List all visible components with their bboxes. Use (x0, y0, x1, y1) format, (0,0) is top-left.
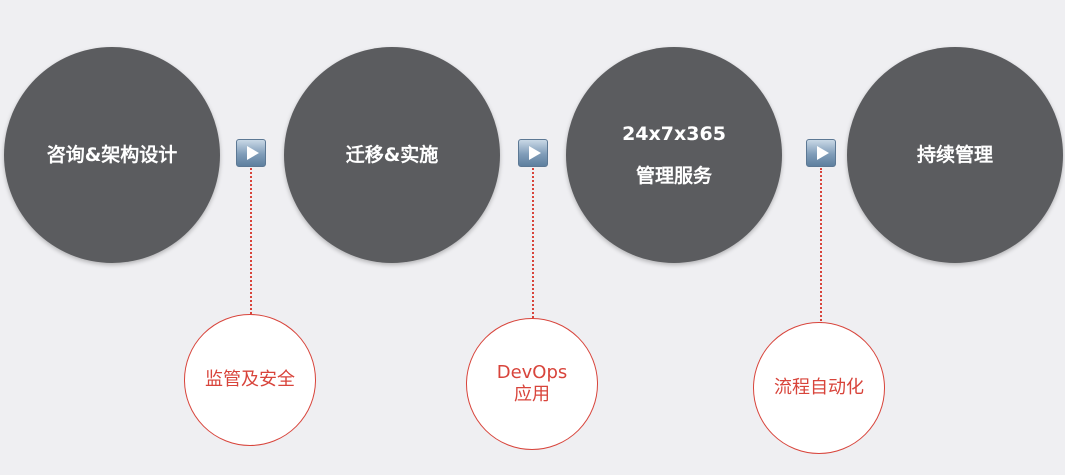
sub-label: 流程自动化 (774, 377, 864, 399)
dotted-connector (820, 168, 822, 324)
dotted-connector (250, 168, 252, 314)
sub-devops-apps: DevOps 应用 (466, 318, 598, 450)
sub-label-line-2: 应用 (514, 384, 550, 405)
step-label: 持续管理 (916, 143, 993, 166)
step-label: 迁移&实施 (345, 143, 439, 166)
step-label: 咨询&架构设计 (46, 143, 178, 166)
sub-label-line-1: DevOps (496, 362, 568, 384)
step-continuous-management: 持续管理 (847, 47, 1063, 263)
play-arrow-icon (806, 139, 836, 167)
step-consulting-architecture: 咨询&架构设计 (4, 47, 220, 263)
sub-process-automation: 流程自动化 (753, 322, 885, 454)
sub-label: 监管及安全 (205, 369, 295, 391)
step-migration-implementation: 迁移&实施 (284, 47, 500, 263)
sub-monitoring-security: 监管及安全 (184, 314, 316, 446)
play-arrow-icon (518, 139, 548, 167)
play-arrow-icon (236, 139, 266, 167)
dotted-connector (532, 168, 534, 318)
step-label-line-2: 管理服务 (635, 164, 712, 187)
step-label-line-1: 24x7x365 (622, 122, 726, 145)
step-managed-services: 24x7x365 管理服务 (566, 47, 782, 263)
